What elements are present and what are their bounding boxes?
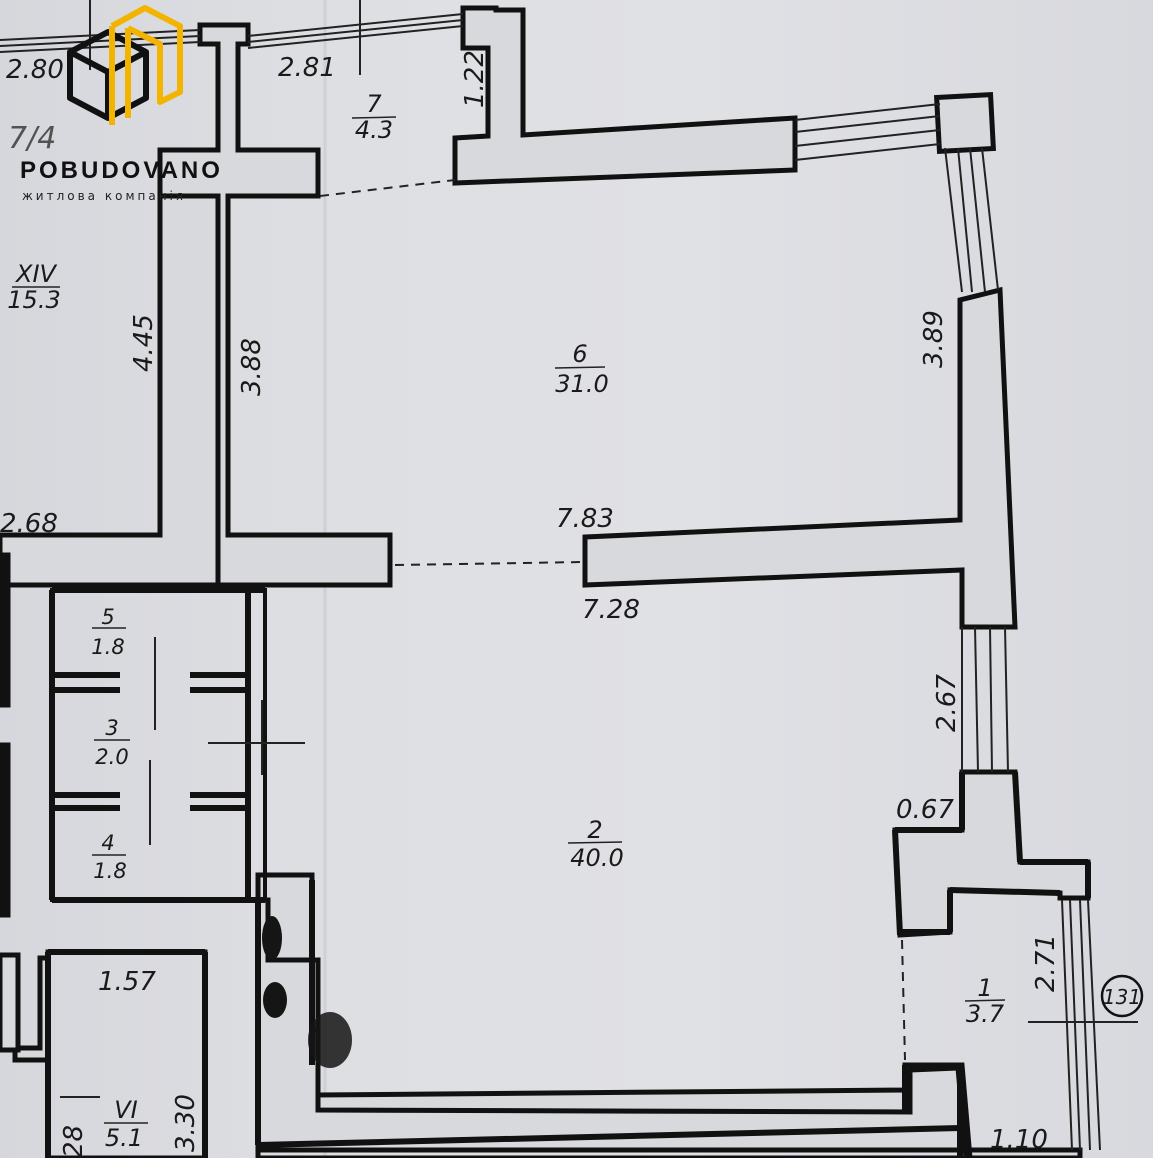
room-5-number: 5 bbox=[101, 605, 114, 629]
opening-room-1 bbox=[901, 939, 906, 1061]
wall-top-segment bbox=[452, 5, 798, 186]
room-7-number: 7 bbox=[366, 90, 382, 118]
handwritten-note: 7/4 bbox=[8, 121, 56, 156]
dim-2-80: 2.80 bbox=[6, 55, 64, 85]
room-7-area: 4.3 bbox=[355, 116, 393, 144]
dim-7-83: 7.83 bbox=[556, 504, 614, 534]
room-6-number: 6 bbox=[572, 340, 587, 368]
brand-logo: POBUDOVANO житлова компанія bbox=[20, 5, 223, 203]
window-top-right bbox=[794, 103, 941, 161]
room-2-area: 40.0 bbox=[570, 844, 623, 872]
room-2-number: 2 bbox=[587, 816, 602, 844]
room-1-number: 1 bbox=[977, 974, 992, 1002]
room-xiv-area: 15.3 bbox=[7, 286, 60, 314]
window-right-upper bbox=[944, 147, 999, 293]
cube-house-logo-icon bbox=[67, 5, 183, 125]
wall-corner-pier bbox=[933, 91, 997, 155]
axis-marker: 131 bbox=[1100, 974, 1144, 1018]
openings bbox=[319, 179, 906, 1061]
wall-top-column bbox=[157, 22, 393, 588]
wall-left-stub-1 bbox=[0, 552, 11, 708]
wall-left-stub-2 bbox=[0, 742, 11, 918]
room-vi-area: 5.1 bbox=[105, 1124, 143, 1152]
window-right-lower bbox=[1061, 899, 1101, 1151]
walls bbox=[0, 5, 1091, 1158]
room-3-area: 2.0 bbox=[95, 745, 128, 769]
dim-2-67: 2.67 bbox=[932, 674, 962, 732]
brand-name: POBUDOVANO bbox=[20, 157, 223, 184]
room-labels: 7 4.3 6 31.0 2 40.0 1 3.7 5 1.8 3 2.0 4 … bbox=[7, 90, 1006, 1152]
wall-outlines bbox=[45, 587, 1091, 1158]
wall-left-column bbox=[0, 193, 221, 588]
room-4-number: 4 bbox=[101, 831, 114, 855]
dim-2-68: 2.68 bbox=[0, 509, 58, 539]
room-vi-number: VI bbox=[114, 1096, 138, 1124]
dim-2-81: 2.81 bbox=[278, 53, 336, 83]
room-4-area: 1.8 bbox=[93, 859, 126, 883]
dimensions: 2.80 2.81 1.22 4.45 3.88 3.89 2.68 7.83 … bbox=[0, 50, 1061, 1158]
dim-3-89: 3.89 bbox=[919, 310, 949, 368]
ink-smudges bbox=[262, 916, 352, 1068]
dim-2-71: 2.71 bbox=[1031, 934, 1061, 992]
room-1-area: 3.7 bbox=[966, 1000, 1005, 1028]
dim-0-67: 0.67 bbox=[896, 795, 954, 825]
dim-1-22: 1.22 bbox=[460, 50, 490, 108]
dim-1-10: 1.10 bbox=[990, 1125, 1048, 1155]
wall-middle-partition bbox=[582, 286, 1018, 630]
wall-room-vi-stub bbox=[0, 952, 21, 1053]
dim-7-28: 7.28 bbox=[582, 595, 640, 625]
dim-3-30: 3.30 bbox=[171, 1094, 201, 1152]
dim-1-57: 1.57 bbox=[98, 967, 156, 997]
window-right-middle bbox=[961, 626, 1009, 773]
room-6-area: 31.0 bbox=[555, 370, 608, 398]
brand-subtitle: житлова компанія bbox=[22, 189, 186, 203]
dim-4-45: 4.45 bbox=[129, 314, 159, 372]
axis-circle bbox=[1100, 974, 1144, 1018]
axis-label: 131 bbox=[1103, 985, 1141, 1009]
room-5-area: 1.8 bbox=[91, 635, 124, 659]
utility-marks bbox=[60, 637, 1138, 1098]
opening-room-7 bbox=[319, 179, 456, 197]
room-3-number: 3 bbox=[105, 716, 118, 740]
room-xiv-number: XIV bbox=[14, 260, 58, 288]
dim-28: 28 bbox=[59, 1125, 89, 1158]
dim-3-88: 3.88 bbox=[237, 338, 267, 396]
